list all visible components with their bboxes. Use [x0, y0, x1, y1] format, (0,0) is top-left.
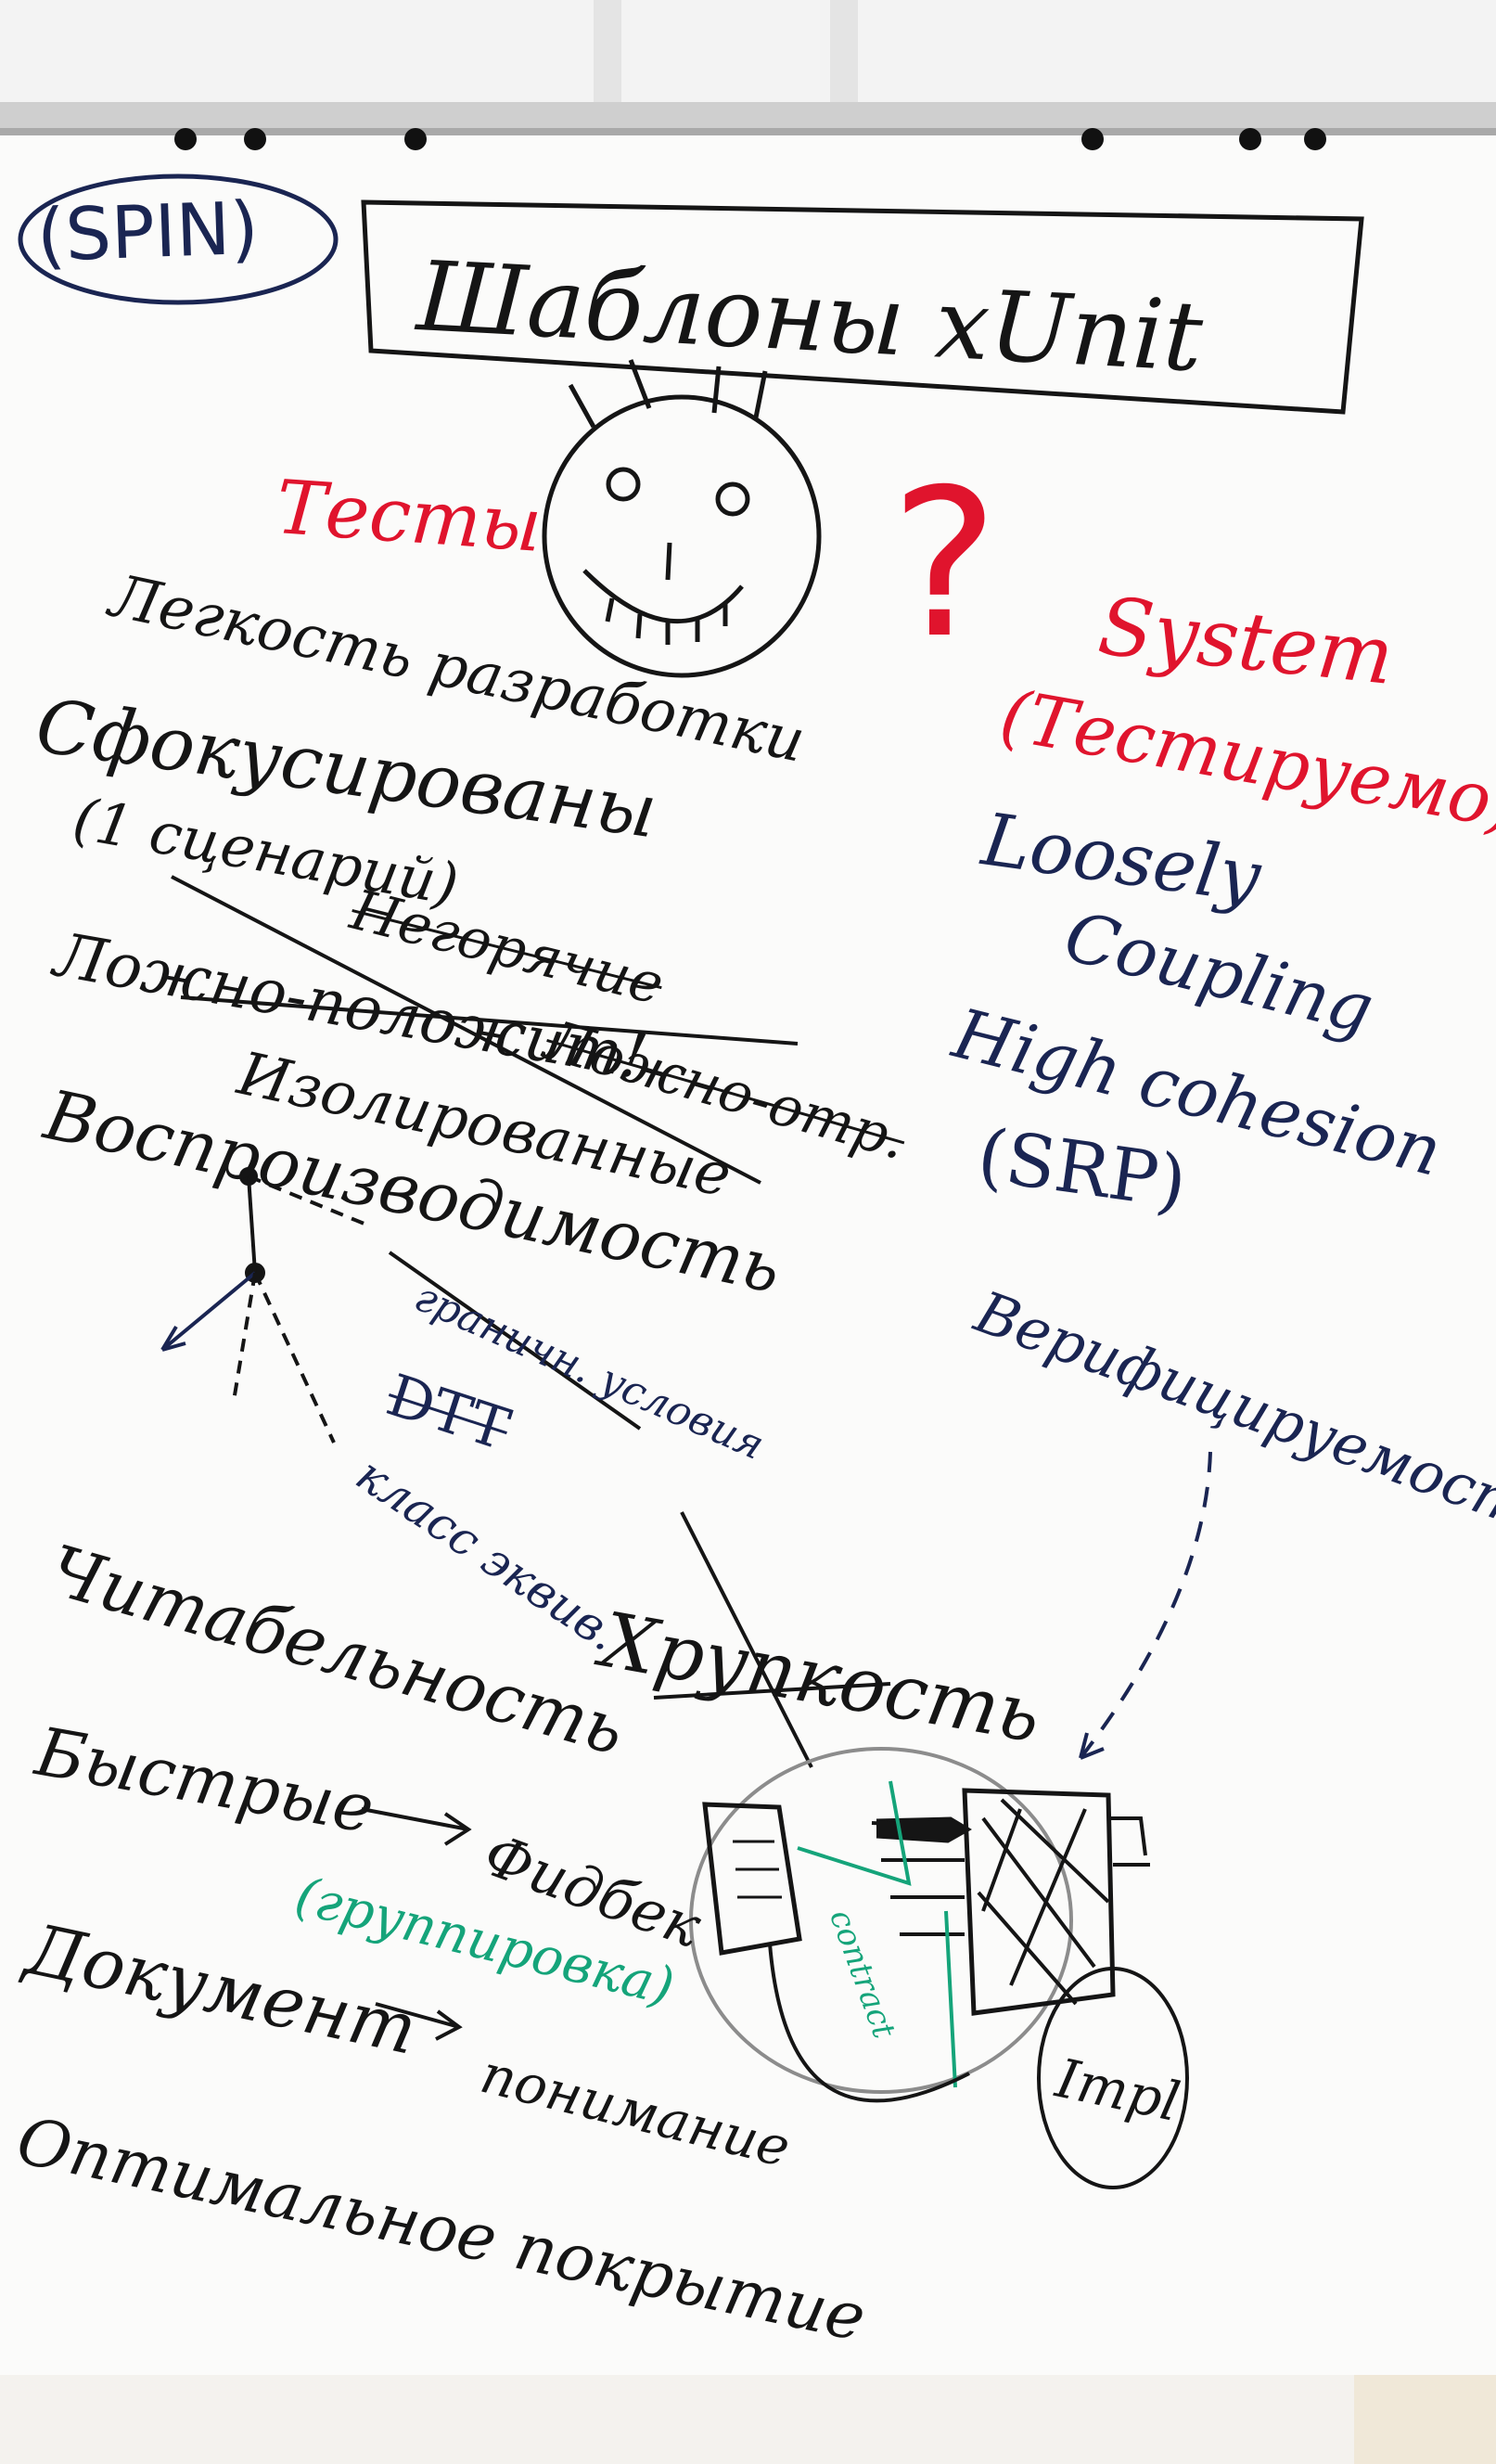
dashed-arrow: [1079, 1451, 1212, 1760]
binder-holes: [174, 128, 1326, 150]
spin-oval: [18, 173, 339, 305]
fragility-sketch: [689, 1747, 1189, 2189]
title-frame: [361, 199, 1364, 415]
smiley-face: [542, 359, 822, 678]
strike-lines: [171, 875, 891, 1768]
tree-diagram: [160, 1167, 367, 1444]
spin-tag: (SPIN): [35, 186, 261, 278]
question-mark: ?: [890, 445, 999, 683]
arrows: [361, 1807, 472, 2041]
tests-heading: Тесты: [273, 464, 545, 569]
